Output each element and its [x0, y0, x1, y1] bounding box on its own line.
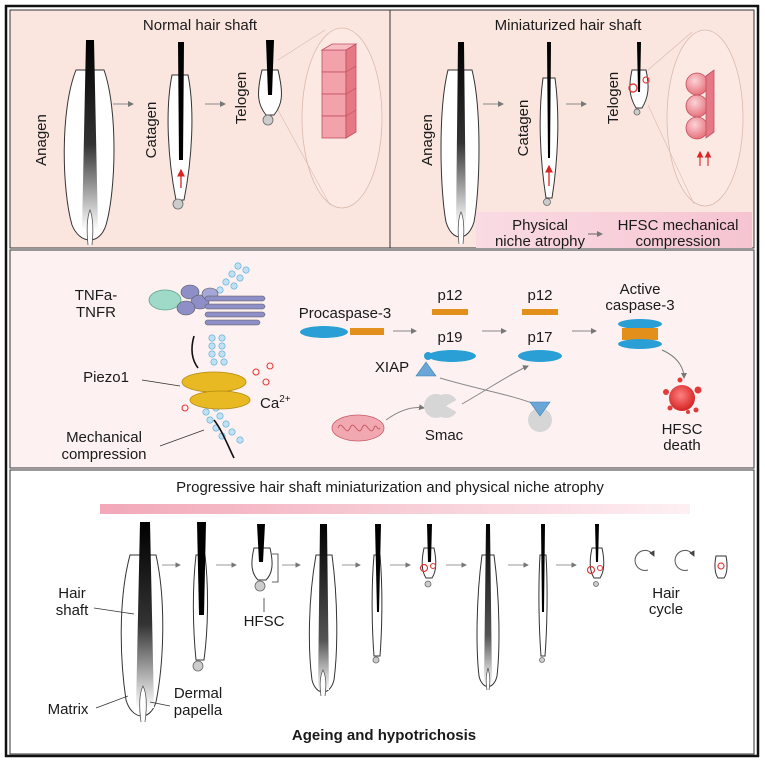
- bottom-follicle-6: [419, 524, 437, 588]
- active-caspase-label-line1: Active: [620, 281, 661, 298]
- panel-title-normal: Normal hair shaft: [143, 17, 258, 34]
- bottom-follicle-5: [371, 524, 383, 664]
- p19-label: p19: [437, 329, 462, 346]
- niche-atrophy-label-line2: niche atrophy: [495, 233, 586, 250]
- leader-line: [93, 607, 135, 615]
- xiap-binding-site: [424, 352, 432, 360]
- active-caspase3: [618, 319, 662, 349]
- bottom-follicle-8: [538, 524, 548, 663]
- compressed-stem-cells: [685, 69, 715, 166]
- zoom-ellipse: [666, 29, 744, 207]
- leader-line: [141, 379, 181, 387]
- arrow-to-death: [661, 349, 687, 379]
- procaspase3-label: Procaspase-3: [299, 305, 392, 322]
- mini-anagen-follicle: [440, 42, 480, 245]
- mechanical-label-line1: Mechanical: [66, 429, 142, 446]
- bottom-follicle-final: [714, 555, 728, 579]
- procaspase3-protein: [300, 326, 384, 338]
- stage-label-anagen: Anagen: [419, 114, 436, 166]
- hair-cycle-arrows: [634, 549, 695, 571]
- panel-ageing-progression: Progressive hair shaft miniaturization a…: [9, 469, 755, 755]
- niche-band: [476, 212, 752, 248]
- p17-label: p17: [527, 329, 552, 346]
- piezo1-channel: [181, 371, 251, 410]
- smac-label: Smac: [425, 427, 464, 444]
- hfsc-label: HFSC: [244, 613, 285, 630]
- dermal-papella-label-line2: papella: [174, 702, 223, 719]
- stage-label-catagen: Catagen: [143, 102, 160, 159]
- hair-shaft-label-line2: shaft: [56, 602, 89, 619]
- niche-atrophy-label-line1: Physical: [512, 217, 568, 234]
- arrow-p17-release: [461, 365, 529, 405]
- mini-catagen-follicle: [539, 42, 559, 206]
- hfsc-death-label-line1: HFSC: [662, 421, 703, 438]
- arrow-smac-release: [385, 404, 425, 421]
- stacked-stem-cells: [320, 43, 358, 139]
- bottom-follicle-7: [476, 524, 500, 691]
- bottom-follicle-1: [120, 522, 164, 723]
- matrix-label: Matrix: [48, 701, 89, 718]
- bottom-follicle-2: [192, 522, 209, 672]
- mitochondrion: [331, 414, 385, 442]
- smac-notch: [446, 398, 460, 414]
- tnf-receptor: [148, 284, 266, 326]
- panel-title-miniaturized: Miniaturized hair shaft: [495, 17, 643, 34]
- compression-curve: [213, 419, 235, 459]
- bottom-follicle-3: [251, 524, 279, 592]
- tnf-label-line2: TNFR: [76, 304, 116, 321]
- smac-xiap-complex: [528, 408, 552, 432]
- progression-bar: [100, 504, 690, 514]
- active-caspase-label-line2: caspase-3: [605, 297, 674, 314]
- stage-label-telogen: Telogen: [233, 72, 250, 125]
- piezo1-label: Piezo1: [83, 369, 129, 386]
- hair-shaft-label-line1: Hair: [58, 585, 86, 602]
- hfsc-death-cell: [663, 377, 702, 414]
- calcium-ions: [181, 362, 274, 412]
- stage-label-anagen: Anagen: [33, 114, 50, 166]
- tnf-label-line1: TNFa-: [75, 287, 118, 304]
- panel-miniaturized-hair-shaft: Miniaturized hair shaft Anagen Catagen: [389, 9, 755, 250]
- dermal-papella-label-line1: Dermal: [174, 685, 222, 702]
- p12-label: p12: [437, 287, 462, 304]
- calcium-label: Ca2+: [260, 394, 291, 412]
- anagen-follicle: [63, 40, 115, 246]
- p19-fragment: [428, 350, 476, 362]
- stage-label-telogen: Telogen: [605, 72, 622, 125]
- catagen-follicle: [167, 42, 193, 210]
- p17-fragment: [518, 350, 562, 362]
- hfsc-death-label-line2: death: [663, 437, 701, 454]
- telogen-follicle: [258, 40, 282, 126]
- xiap-triangle: [415, 361, 437, 377]
- p12-label-2: p12: [527, 287, 552, 304]
- p12-fragment: [432, 309, 468, 315]
- leader-line: [159, 429, 205, 447]
- mechanical-label-line2: compression: [61, 446, 146, 463]
- progression-title: Progressive hair shaft miniaturization a…: [176, 479, 604, 496]
- mini-telogen-follicle: [628, 42, 650, 116]
- cell-membrane: [202, 262, 250, 444]
- stage-label-catagen: Catagen: [515, 100, 532, 157]
- leader-line: [149, 701, 171, 707]
- xiap-label: XIAP: [375, 359, 409, 376]
- leader-line: [95, 695, 129, 709]
- xiap-bound-triangle: [529, 401, 551, 417]
- bottom-follicle-4: [308, 524, 338, 697]
- footer-title: Ageing and hypotrichosis: [292, 727, 476, 744]
- panel-normal-hair-shaft: Normal hair shaft Anagen Catagen Telogen: [9, 9, 391, 249]
- p12-fragment-2: [522, 309, 558, 315]
- hair-cycle-label-line2: cycle: [649, 601, 683, 618]
- hair-cycle-label-line1: Hair: [652, 585, 680, 602]
- inhibition-curve: [191, 335, 199, 369]
- panel-apoptosis-pathway: TNFa- TNFR Piezo1 Ca2+ Mechanical compre…: [9, 249, 755, 469]
- bottom-follicle-9: [586, 524, 605, 587]
- hfsc-compression-label-line1: HFSC mechanical: [618, 217, 739, 234]
- hfsc-compression-label-line2: compression: [635, 233, 720, 250]
